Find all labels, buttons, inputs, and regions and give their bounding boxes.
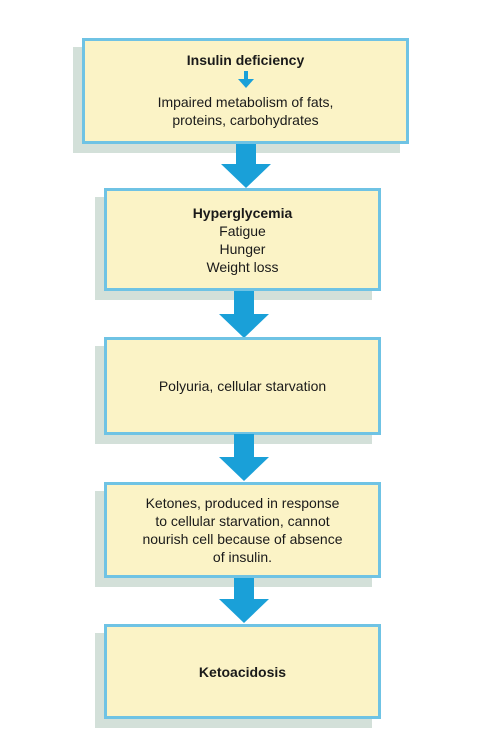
flow-box-ketones: Ketones, produced in response to cellula… — [104, 482, 381, 578]
down-arrow-icon — [221, 144, 271, 188]
small-down-arrow-icon — [237, 71, 254, 88]
box-text-line: proteins, carbohydrates — [172, 112, 319, 128]
box-text-line: Hunger — [219, 240, 266, 257]
box-text-line: Fatigue — [219, 222, 266, 239]
box-text-line: Polyuria, cellular starvation — [158, 378, 327, 394]
down-arrow-icon — [219, 291, 269, 338]
box-text-line: to cellular starvation, cannot — [155, 513, 330, 529]
flow-box-ketoacidosis: Ketoacidosis — [104, 624, 381, 719]
flow-box-insulin-deficiency: Insulin deficiency Impaired metabolism o… — [82, 38, 409, 144]
box-title: Insulin deficiency — [186, 52, 305, 68]
box-title: Ketoacidosis — [198, 663, 287, 680]
box-text-line: nourish cell because of absence — [142, 531, 343, 547]
box-text-line: Weight loss — [206, 258, 279, 275]
box-text-line: Impaired metabolism of fats, — [157, 94, 334, 110]
flow-box-polyuria: Polyuria, cellular starvation — [104, 337, 381, 435]
down-arrow-icon — [219, 578, 269, 623]
flow-box-hyperglycemia: Hyperglycemia Fatigue Hunger Weight loss — [104, 188, 381, 291]
down-arrow-icon — [219, 434, 269, 481]
box-title: Hyperglycemia — [192, 204, 293, 221]
box-text-line: Ketones, produced in response — [145, 495, 340, 511]
box-text-line: of insulin. — [212, 549, 273, 565]
